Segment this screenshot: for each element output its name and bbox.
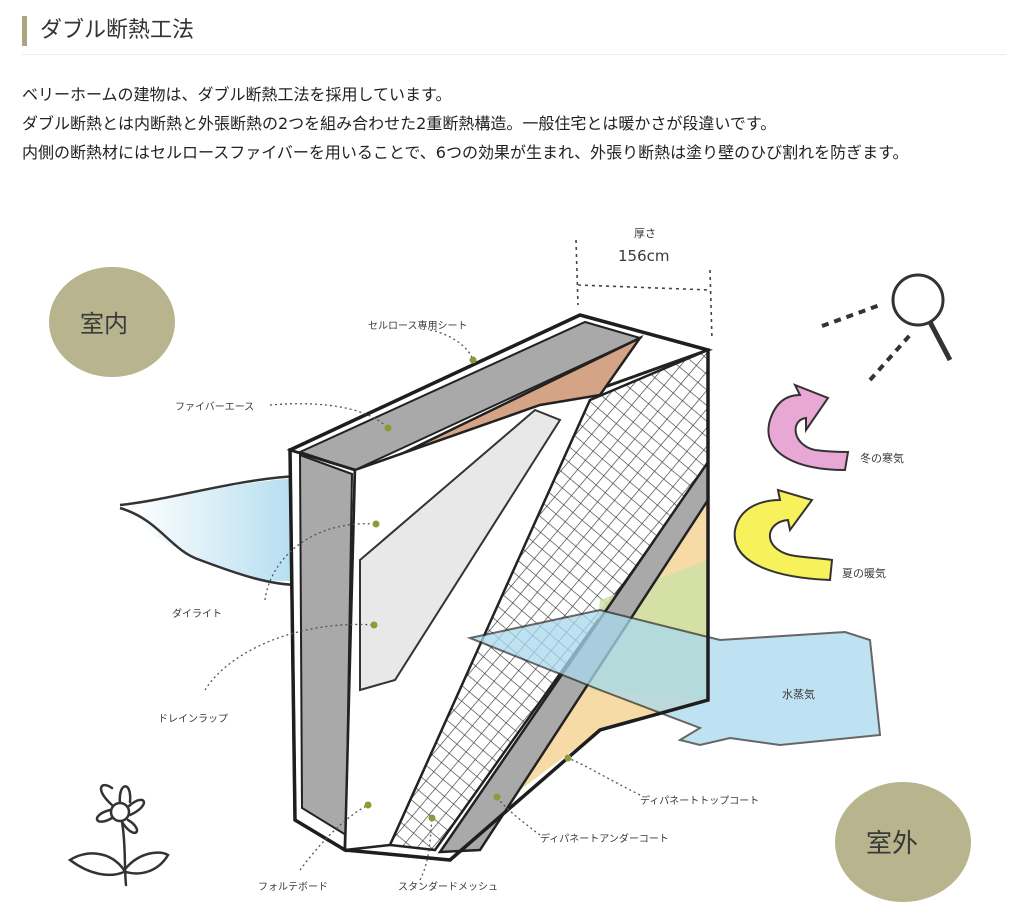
indoor-badge <box>49 267 175 377</box>
vapor-flow <box>466 608 882 747</box>
label-cellulose-sheet: セルロース専用シート <box>368 320 468 332</box>
thickness-value: 156cm <box>618 247 670 265</box>
warm-air-label: 夏の暖気 <box>842 566 886 580</box>
ground-line <box>119 474 301 587</box>
section-title: ダブル断熱工法 <box>40 18 195 43</box>
sun-icon <box>821 273 953 382</box>
label-dailite: ダイライト <box>172 607 222 620</box>
intro-line-1: ベリーホームの建物は、ダブル断熱工法を採用しています。 <box>22 85 452 104</box>
thickness-label: 厚さ <box>634 227 656 240</box>
intro-text: ベリーホームの建物は、ダブル断熱工法を採用しています。 ダブル断熱とは内断熱と外… <box>22 80 1007 167</box>
cold-air-label: 冬の寒気 <box>860 451 904 465</box>
outdoor-badge <box>835 782 971 902</box>
label-fiber-ace: ファイバーエース <box>175 401 254 413</box>
thickness-bracket <box>575 239 713 341</box>
label-top-coat: ディパネートトップコート <box>640 794 759 807</box>
label-forte-board: フォルテボード <box>258 881 328 893</box>
leader-dots <box>364 356 572 822</box>
intro-line-2: ダブル断熱とは内断熱と外張断熱の2つを組み合わせた2重断熱構造。一般住宅とは暖か… <box>22 114 777 133</box>
indoor-air-flow <box>130 478 300 581</box>
insulation-band-light <box>359 408 562 692</box>
outdoor-label: 室外 <box>866 829 918 859</box>
leader-lines <box>204 329 641 881</box>
label-drain-wrap: ドレインラップ <box>158 713 228 725</box>
double-insulation-diagram: 厚さ 156cm 室内 室外 冬の寒気 夏の暖気 水蒸気 <box>49 227 971 902</box>
flower-icon <box>67 783 170 887</box>
header-accent-bar <box>22 16 27 46</box>
cold-air-arrow <box>767 383 850 472</box>
warm-air-arrow <box>733 488 834 582</box>
panel-outline <box>288 313 710 862</box>
indoor-label: 室内 <box>80 310 128 338</box>
section-header: ダブル断熱工法 <box>22 14 1006 55</box>
intro-line-3: 内側の断熱材にはセルロースファイバーを用いることで、6つの効果が生まれ、外張り断… <box>22 143 909 162</box>
label-under-coat: ディパネートアンダーコート <box>540 832 669 845</box>
label-standard-mesh: スタンダードメッシュ <box>398 880 498 893</box>
gray-board-front <box>298 453 354 837</box>
vapor-label: 水蒸気 <box>782 687 815 701</box>
